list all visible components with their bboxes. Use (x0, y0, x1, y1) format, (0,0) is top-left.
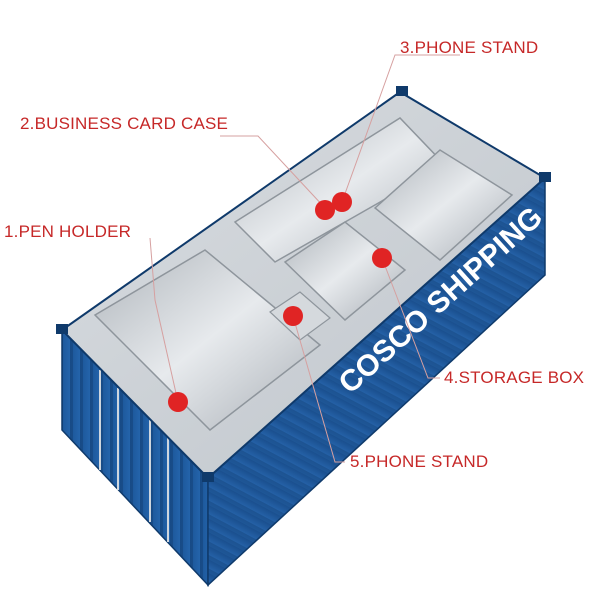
leader-line-1 (149, 237, 179, 403)
leader-line-2 (220, 135, 326, 209)
callout-markers (168, 192, 392, 412)
corner-casting (539, 172, 551, 182)
corner-casting (56, 324, 68, 334)
leader-line-5 (292, 315, 345, 463)
corner-castings (56, 86, 551, 482)
marker-2 (315, 200, 335, 220)
marker-1 (168, 392, 188, 412)
phone-stand-compartment (283, 221, 407, 322)
storage-box-compartment (373, 149, 514, 261)
callout-label-pen-holder: 1.PEN HOLDER (4, 222, 132, 241)
tray-compartments (93, 117, 514, 431)
callout-label-business-card-case: 2.BUSINESS CARD CASE (20, 114, 229, 133)
callout-label-phone-stand-3: 3.PHONE STAND (400, 38, 539, 57)
leader-line-4 (381, 257, 440, 379)
callout-label-phone-stand-5: 5.PHONE STAND (350, 452, 489, 471)
corner-casting (396, 86, 408, 96)
marker-4 (372, 248, 392, 268)
callout-label-storage-box: 4.STORAGE BOX (444, 368, 585, 387)
corner-casting (202, 472, 214, 482)
callout-leaders (149, 54, 460, 463)
pen-holder-compartment (93, 249, 322, 431)
leader-line-3 (341, 54, 460, 203)
marker-3 (332, 192, 352, 212)
marker-5 (283, 306, 303, 326)
